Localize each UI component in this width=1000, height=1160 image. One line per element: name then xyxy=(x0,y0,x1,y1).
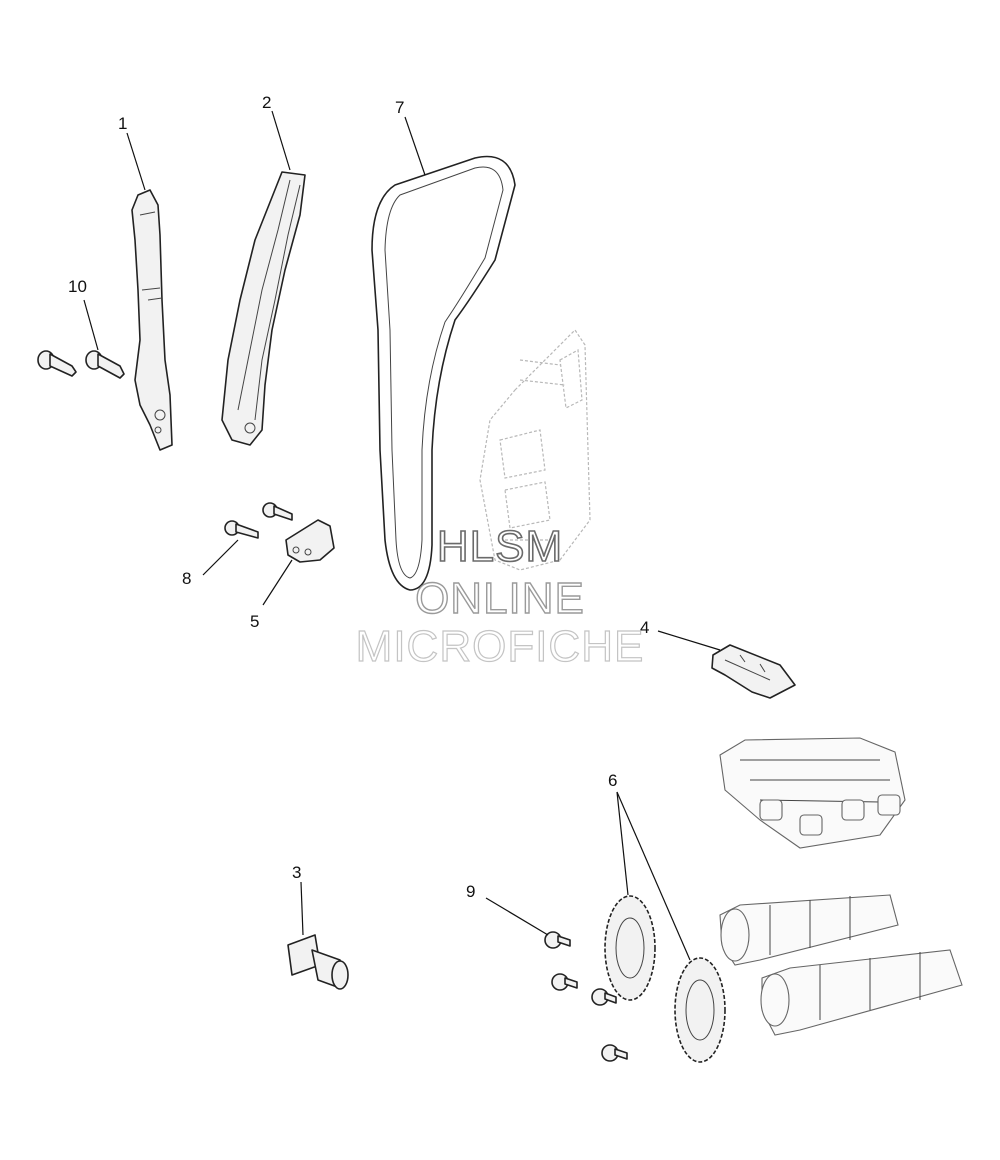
leader-2 xyxy=(271,110,291,171)
chain-tensioner-part-3 xyxy=(287,934,349,990)
leader-3 xyxy=(300,881,304,936)
timing-chain-part-7 xyxy=(371,155,516,591)
cam-carrier-housing xyxy=(719,737,906,849)
leader-10 xyxy=(83,299,99,351)
callout-6: 6 xyxy=(608,771,617,790)
callout-3: 3 xyxy=(292,863,301,882)
callout-5: 5 xyxy=(250,612,259,631)
pivot-bolts-part-10 xyxy=(37,350,125,379)
bolts-part-8 xyxy=(224,502,293,539)
leader-6b xyxy=(616,791,691,961)
guide-block-part-4 xyxy=(711,644,796,699)
sprocket-bolts-part-9 xyxy=(544,931,628,1062)
callout-7: 7 xyxy=(395,98,404,117)
leader-4 xyxy=(657,630,721,651)
leader-5 xyxy=(262,559,293,606)
chain-guide-part-1 xyxy=(131,189,173,451)
tensioner-guide-part-2 xyxy=(221,171,306,446)
callout-9: 9 xyxy=(466,882,475,901)
leader-1 xyxy=(126,132,146,191)
callout-8: 8 xyxy=(182,569,191,588)
leader-9 xyxy=(485,897,549,936)
leader-6a xyxy=(616,791,629,896)
callout-10: 10 xyxy=(68,277,87,296)
camshafts xyxy=(719,894,963,1036)
leader-7 xyxy=(404,116,426,176)
leader-8 xyxy=(202,539,239,576)
callout-1: 1 xyxy=(118,114,127,133)
guide-bracket-part-5 xyxy=(285,519,335,563)
callout-4: 4 xyxy=(640,618,649,637)
engine-block-ghost xyxy=(479,329,591,571)
cam-sprockets-part-6 xyxy=(604,895,726,1063)
callout-2: 2 xyxy=(262,93,271,112)
